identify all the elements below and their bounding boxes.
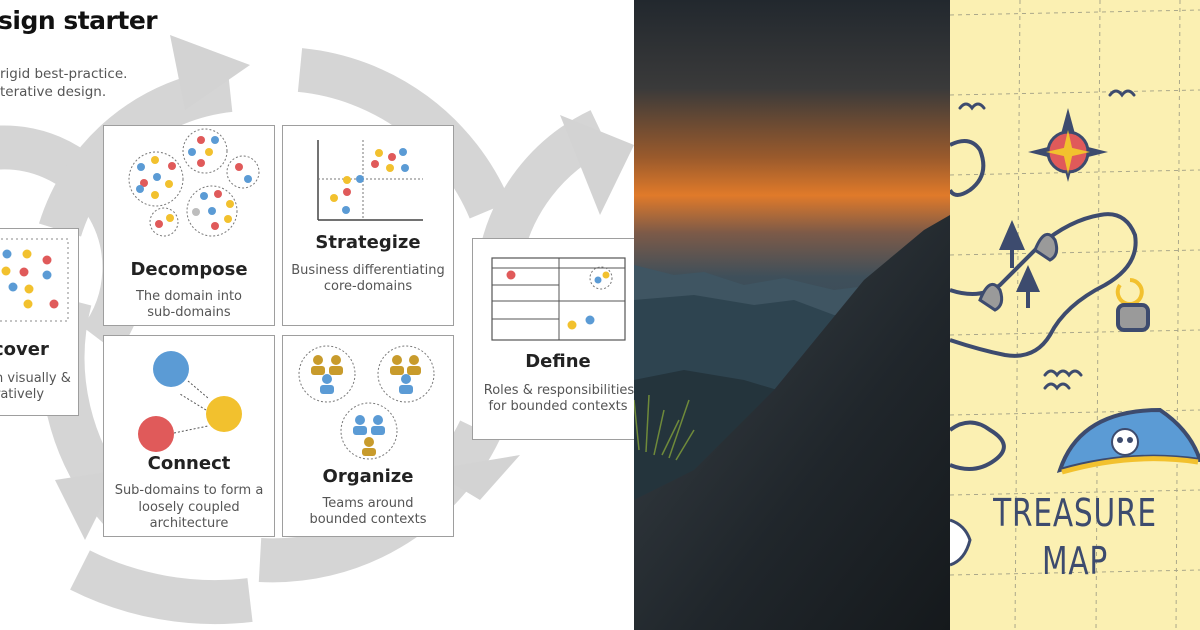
page-title: sign starter [0, 6, 158, 35]
decompose-clusters-graphic [128, 128, 260, 237]
subtitle-line-2: terative design. [0, 84, 107, 100]
organize-teams-graphic [298, 345, 435, 460]
discover-desc-2: ratively [0, 387, 45, 402]
subtitle-line-1: rigid best-practice. [0, 66, 128, 82]
connect-graph-graphic [138, 351, 242, 452]
pirate-hat-icon [1056, 407, 1200, 475]
sunset-mountain-image [634, 0, 950, 630]
define-desc-1: Roles & responsibilities [483, 383, 634, 398]
connect-desc-3: architecture [149, 516, 229, 531]
organize-title: Organize [322, 466, 414, 487]
strategize-card: Strategize Business differentiating core… [282, 125, 454, 326]
define-card: Define Roles & responsibilities for boun… [472, 238, 634, 440]
define-canvas-graphic [491, 257, 626, 341]
strategize-desc-1: Business differentiating [291, 263, 445, 278]
wave-icon [958, 89, 1136, 448]
treasure-map-title-line-1: TREASURE [993, 491, 1157, 535]
tree-icon [999, 220, 1040, 308]
organize-desc-1: Teams around [322, 496, 414, 511]
decompose-card: Decompose The domain into sub-domains [103, 125, 275, 326]
strategize-title: Strategize [315, 232, 421, 253]
discover-dots-graphic [0, 238, 69, 322]
skull-icon [1111, 428, 1139, 456]
decompose-desc-1: The domain into [135, 289, 243, 304]
connect-title: Connect [147, 453, 231, 474]
organize-desc-2: bounded contexts [309, 512, 427, 527]
strategize-quadrant-graphic [317, 140, 423, 221]
treasure-map-illustration [950, 0, 1200, 630]
strategize-desc-2: core-domains [323, 279, 413, 294]
treasure-map-panel: TREASURE MAP [950, 0, 1200, 630]
connect-card: Connect Sub-domains to form a loosely co… [103, 335, 275, 537]
sunset-photo [634, 0, 950, 630]
organize-card: Organize Teams around bounded contexts [282, 335, 454, 537]
compass-icon [1028, 108, 1108, 182]
discover-desc-1: n visually & [0, 371, 71, 386]
discover-title: cover [0, 339, 49, 360]
decompose-desc-2: sub-domains [147, 305, 231, 320]
connect-desc-1: Sub-domains to form a [114, 483, 264, 498]
define-title: Define [525, 351, 591, 372]
ddd-starter-panel: sign starter rigid best-practice. terati… [0, 6, 634, 625]
discover-card: cover n visually & ratively [0, 228, 79, 416]
hook-icon [1115, 278, 1150, 332]
treasure-map-title-line-2: MAP [1041, 539, 1109, 583]
define-desc-2: for bounded contexts [488, 399, 628, 414]
decompose-title: Decompose [130, 259, 248, 280]
connect-desc-2: loosely coupled [138, 500, 240, 515]
